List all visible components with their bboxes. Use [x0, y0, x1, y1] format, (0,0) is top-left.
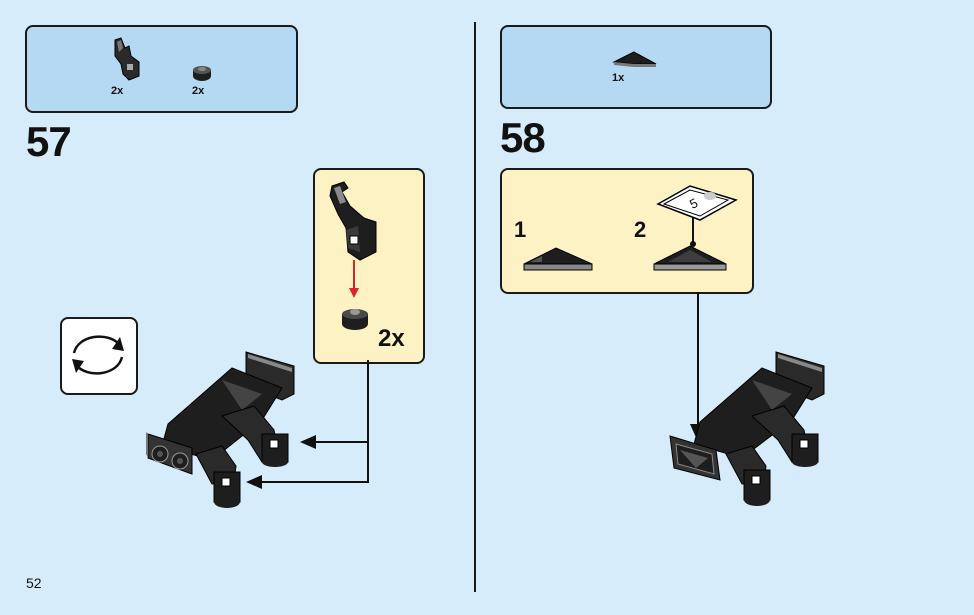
- part-qty: 2x: [111, 85, 124, 97]
- wedge-tile-with-sticker-icon: [653, 245, 727, 271]
- round-stud-icon: [342, 309, 368, 330]
- page-number: 52: [26, 575, 42, 591]
- substep-number: 2: [634, 217, 647, 242]
- column-divider: [474, 22, 476, 592]
- step-number: 58: [500, 114, 546, 161]
- clip-bracket-icon: [329, 181, 377, 261]
- sticker-icon: [656, 185, 738, 221]
- sticker-pointer: [690, 218, 696, 247]
- callout-arrows: [246, 360, 369, 489]
- step58-substep-callout: [500, 168, 754, 294]
- red-arrow-icon: [349, 260, 359, 298]
- rotate-model-icon: [60, 317, 138, 395]
- substep-number: 1: [514, 217, 527, 242]
- round-stud-icon: [193, 66, 211, 81]
- step58-model: [669, 351, 825, 506]
- clip-bracket-icon: [114, 37, 140, 81]
- step57-parts-list: [25, 25, 298, 113]
- step-number: 57: [26, 118, 72, 165]
- wedge-tile-icon: [523, 247, 593, 271]
- subassembly-qty: 2x: [378, 325, 405, 352]
- wedge-tile-icon: [612, 51, 657, 67]
- part-qty: 1x: [612, 72, 625, 84]
- part-qty: 2x: [192, 85, 205, 97]
- step57-model: [146, 351, 295, 508]
